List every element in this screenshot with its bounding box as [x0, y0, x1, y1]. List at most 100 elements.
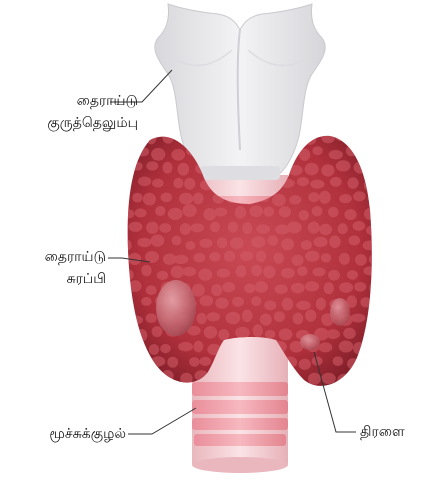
follicle	[308, 373, 321, 385]
follicle	[349, 235, 361, 245]
follicle	[363, 266, 377, 275]
follicle	[128, 316, 143, 325]
follicle	[204, 326, 218, 339]
follicle	[339, 194, 352, 203]
follicle	[344, 209, 356, 220]
follicle	[173, 178, 183, 189]
follicle	[149, 344, 159, 355]
follicle	[120, 239, 131, 251]
label-nodule: திரளை	[360, 421, 405, 443]
follicle	[168, 208, 183, 220]
follicle	[321, 253, 331, 262]
follicle	[273, 252, 283, 263]
follicle	[235, 327, 250, 338]
label-trachea: மூச்சுக்குழல்	[8, 423, 126, 445]
follicle	[171, 266, 184, 279]
follicle	[214, 207, 227, 216]
follicle	[215, 298, 228, 309]
follicle	[193, 193, 204, 205]
follicle	[226, 312, 241, 325]
follicle	[369, 316, 382, 325]
follicle	[151, 356, 165, 366]
follicle	[228, 222, 238, 233]
follicle	[310, 180, 324, 189]
follicle	[200, 239, 213, 248]
follicle	[242, 310, 253, 323]
follicle	[312, 146, 322, 155]
follicle	[299, 210, 309, 220]
follicle	[162, 132, 173, 144]
follicle	[171, 149, 185, 161]
follicle	[350, 132, 363, 144]
follicle	[135, 147, 149, 157]
follicle	[129, 340, 142, 352]
follicle	[184, 178, 195, 190]
follicle	[155, 206, 165, 216]
follicle	[282, 298, 293, 311]
follicle	[242, 222, 252, 234]
follicle	[328, 207, 339, 218]
follicle	[353, 221, 366, 231]
follicle	[359, 147, 370, 157]
follicle	[368, 162, 382, 174]
nodule-right-upper	[330, 298, 350, 326]
follicle	[339, 341, 354, 353]
follicle	[346, 145, 357, 156]
follicle	[128, 222, 142, 232]
follicle	[296, 301, 311, 310]
follicle	[279, 329, 293, 341]
follicle	[343, 328, 356, 339]
follicle	[255, 281, 268, 293]
follicle	[364, 179, 376, 192]
follicle	[326, 329, 340, 339]
follicle	[207, 312, 220, 321]
follicle	[321, 132, 335, 144]
follicle	[352, 374, 363, 383]
follicle	[152, 179, 164, 188]
follicle	[199, 295, 213, 306]
follicle	[192, 284, 205, 297]
follicle	[251, 236, 265, 248]
follicle	[275, 284, 288, 294]
follicle	[129, 280, 142, 292]
follicle	[122, 209, 134, 218]
follicle	[319, 224, 332, 235]
follicle	[146, 161, 158, 170]
follicle	[366, 225, 379, 235]
follicle	[372, 375, 383, 385]
follicle	[146, 285, 157, 295]
follicle	[272, 194, 286, 207]
follicle	[124, 299, 134, 311]
follicle	[338, 223, 348, 234]
follicle	[161, 193, 173, 203]
follicle	[146, 132, 156, 145]
follicle	[369, 253, 384, 265]
label-trachea-text: மூச்சுக்குழல்	[8, 423, 126, 445]
follicle	[347, 270, 358, 280]
follicle	[194, 253, 206, 263]
follicle	[121, 149, 133, 160]
follicle	[263, 266, 275, 279]
follicle	[152, 326, 163, 337]
label-thyroid-cartilage: தைராய்டு குருத்தெலும்பு	[14, 90, 138, 134]
follicle	[151, 148, 165, 161]
follicle	[268, 235, 279, 245]
follicle	[244, 284, 255, 294]
follicle	[308, 222, 320, 234]
follicle	[335, 132, 347, 141]
follicle	[137, 238, 151, 247]
follicle	[159, 223, 171, 233]
follicle	[256, 251, 266, 262]
follicle	[368, 193, 381, 203]
follicle	[347, 358, 359, 369]
follicle	[235, 206, 246, 219]
follicle	[200, 357, 212, 366]
follicle	[141, 265, 151, 277]
follicle	[305, 309, 316, 321]
follicle	[160, 344, 171, 353]
follicle	[263, 207, 274, 217]
follicle	[217, 269, 230, 278]
follicle	[288, 372, 299, 382]
